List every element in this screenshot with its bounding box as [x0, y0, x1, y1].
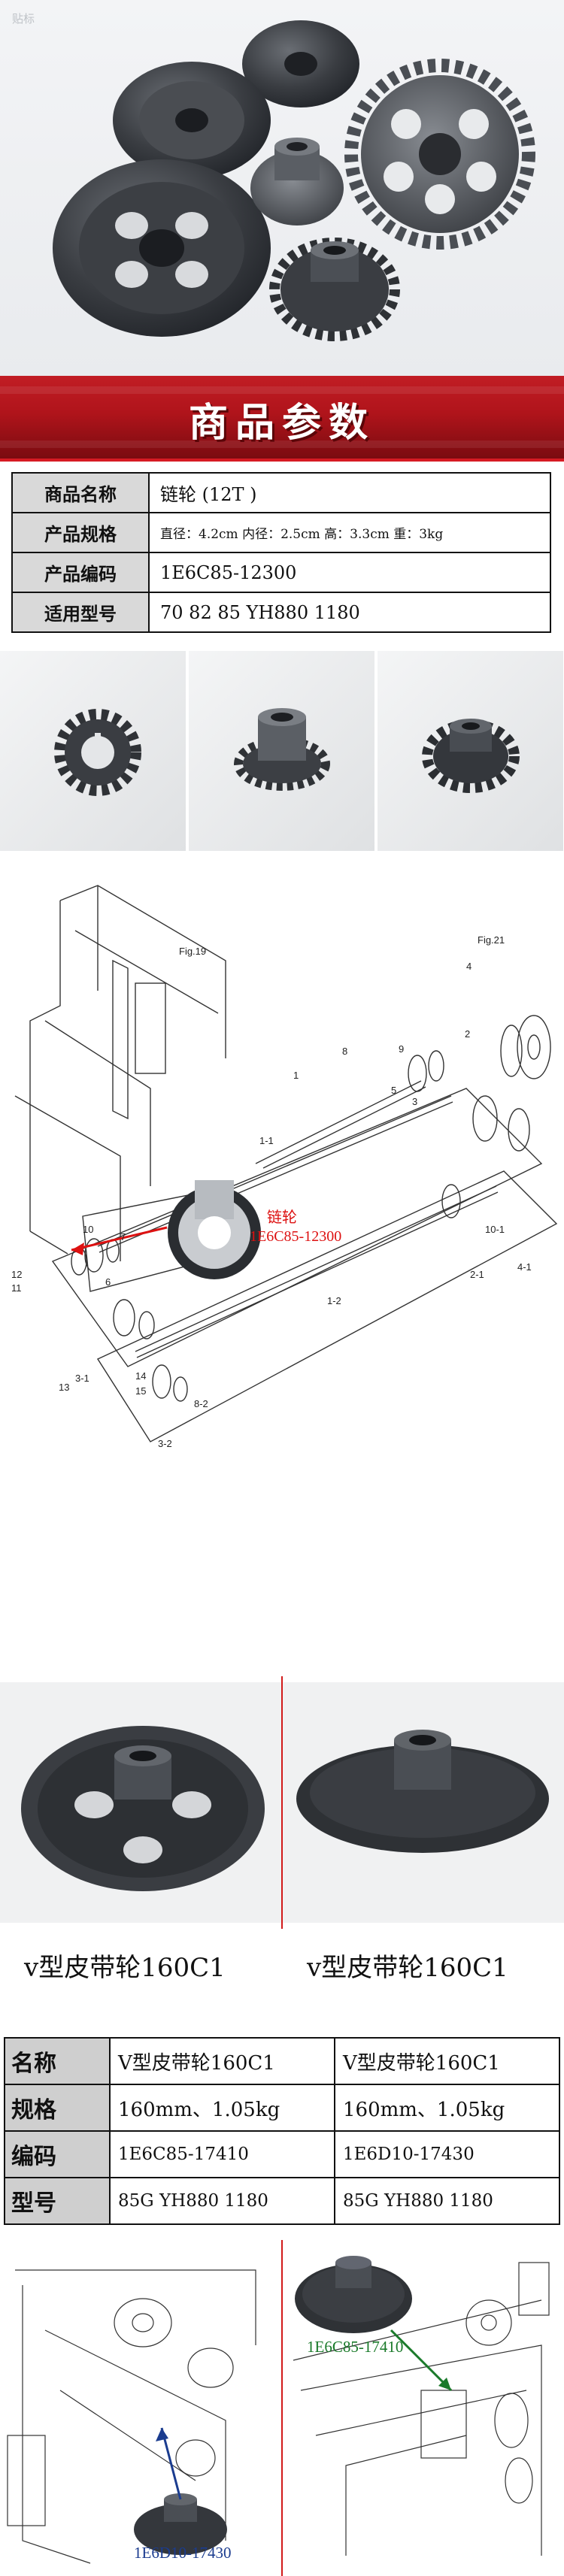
- watermark-text: 贴标: [12, 12, 35, 26]
- pulley-key: 编码: [4, 2130, 111, 2178]
- spec-value: 直径：4.2cm 内径：2.5cm 高：3.3cm 重：3kg: [148, 512, 551, 553]
- banner-underline: [0, 459, 564, 462]
- banner-stripe: [0, 386, 564, 394]
- pulley-left-value: 1E6C85-17410: [109, 2130, 335, 2178]
- part-number: 10: [83, 1224, 94, 1235]
- part-number: 6: [105, 1276, 111, 1288]
- spec-key: 适用型号: [11, 592, 150, 633]
- pulley-row: 编码 1E6C85-17410 1E6D10-17430: [4, 2130, 560, 2178]
- pulley-key: 名称: [4, 2037, 111, 2085]
- part-number: 8: [342, 1046, 348, 1057]
- part-number: 15: [135, 1385, 147, 1397]
- spec-key: 商品名称: [11, 472, 150, 513]
- pulley-captions: v型皮带轮160C1 v型皮带轮160C1: [0, 1947, 564, 1992]
- part-number: 3-1: [75, 1373, 89, 1384]
- fig-label: Fig.21: [478, 934, 505, 946]
- parts-linework: [14, 885, 558, 1442]
- spec-table: 商品名称 链轮 (12T ) 产品规格 直径：4.2cm 内径：2.5cm 高：…: [11, 472, 551, 639]
- section-divider: [281, 1676, 283, 1929]
- pulley-illustrations: [21, 1726, 549, 1891]
- pulley-key: 型号: [4, 2177, 111, 2225]
- pulley-right-value: 85G YH880 1180: [334, 2177, 560, 2225]
- spec-row: 产品规格 直径：4.2cm 内径：2.5cm 高：3.3cm 重：3kg: [11, 512, 551, 553]
- spec-key: 产品规格: [11, 512, 150, 553]
- caption-right: v型皮带轮160C1: [307, 1953, 508, 1983]
- pulley-location-diagrams: 1E6D10-17430 1E6C85-17410: [0, 2240, 564, 2576]
- pulley-right-value: V型皮带轮160C1: [334, 2037, 560, 2085]
- banner-strip: [0, 376, 564, 459]
- pulley-spec-table: 名称 V型皮带轮160C1 V型皮带轮160C1 规格 160mm、1.05kg…: [4, 2037, 560, 2231]
- pulley-left-value: V型皮带轮160C1: [109, 2037, 335, 2085]
- banner-stripe: [0, 440, 564, 448]
- part-number: 1: [293, 1070, 299, 1081]
- highlight-name: 链轮: [267, 1209, 297, 1226]
- highlight-code: 1E6C85-12300: [250, 1228, 342, 1245]
- spec-row: 商品名称 链轮 (12T ): [11, 472, 551, 513]
- pulley-left-value: 85G YH880 1180: [109, 2177, 335, 2225]
- pulley-right-value: 160mm、1.05kg: [334, 2084, 560, 2132]
- part-number: 8-2: [194, 1398, 208, 1409]
- code-label-right: 1E6C85-17410: [307, 2338, 404, 2356]
- pulleys-and-sprockets-illustration: [53, 20, 535, 341]
- sprocket-photo-front: [0, 651, 186, 851]
- part-number: 5: [391, 1085, 397, 1096]
- pulley-left-value: 160mm、1.05kg: [109, 2084, 335, 2132]
- sprocket-photo-angle: [378, 651, 563, 851]
- part-number: 1-2: [327, 1295, 341, 1306]
- sprocket-photo-side: [189, 651, 374, 851]
- part-number: 13: [59, 1382, 70, 1393]
- part-number: 2-1: [470, 1269, 484, 1280]
- section-divider: [281, 2240, 283, 2576]
- pulley-row: 规格 160mm、1.05kg 160mm、1.05kg: [4, 2084, 560, 2132]
- part-number: 2: [465, 1028, 471, 1040]
- spec-row: 适用型号 70 82 85 YH880 1180: [11, 592, 551, 633]
- part-number: 11: [11, 1282, 22, 1294]
- exploded-parts-diagram: Fig.19 Fig.21 链轮 1E6C85-12300 1 1-1 1-2 …: [0, 870, 564, 1499]
- bottom-linework: [7, 2256, 550, 2564]
- spec-key: 产品编码: [11, 552, 150, 593]
- code-label-left: 1E6D10-17430: [134, 2544, 232, 2562]
- banner-title: 商品参数: [188, 401, 375, 446]
- part-number: 10-1: [485, 1224, 505, 1235]
- spec-value: 链轮 (12T ): [148, 472, 551, 513]
- sprocket-photo-strip: [0, 651, 564, 851]
- pulley-photos: [0, 1676, 564, 1929]
- section-banner: 商品参数: [0, 376, 564, 466]
- part-number: 7: [120, 1231, 126, 1243]
- pulley-row: 名称 V型皮带轮160C1 V型皮带轮160C1: [4, 2037, 560, 2085]
- pulley-right-value: 1E6D10-17430: [334, 2130, 560, 2178]
- pulley-row: 型号 85G YH880 1180 85G YH880 1180: [4, 2177, 560, 2225]
- part-number: 3: [412, 1096, 418, 1107]
- hero-product-photo: 贴标: [0, 0, 564, 376]
- part-number: 4: [466, 961, 472, 972]
- part-number: 9: [399, 1043, 405, 1055]
- part-number: 4-1: [517, 1261, 532, 1273]
- spec-row: 产品编码 1E6C85-12300: [11, 552, 551, 593]
- caption-left: v型皮带轮160C1: [24, 1953, 226, 1983]
- part-number: 12: [11, 1269, 23, 1280]
- part-number: 1-1: [259, 1135, 274, 1146]
- part-number: 14: [135, 1370, 147, 1382]
- spec-value: 70 82 85 YH880 1180: [148, 592, 551, 633]
- fig-label: Fig.19: [179, 946, 207, 957]
- spec-value: 1E6C85-12300: [148, 552, 551, 593]
- part-number: 3-2: [158, 1438, 172, 1449]
- pulley-key: 规格: [4, 2084, 111, 2132]
